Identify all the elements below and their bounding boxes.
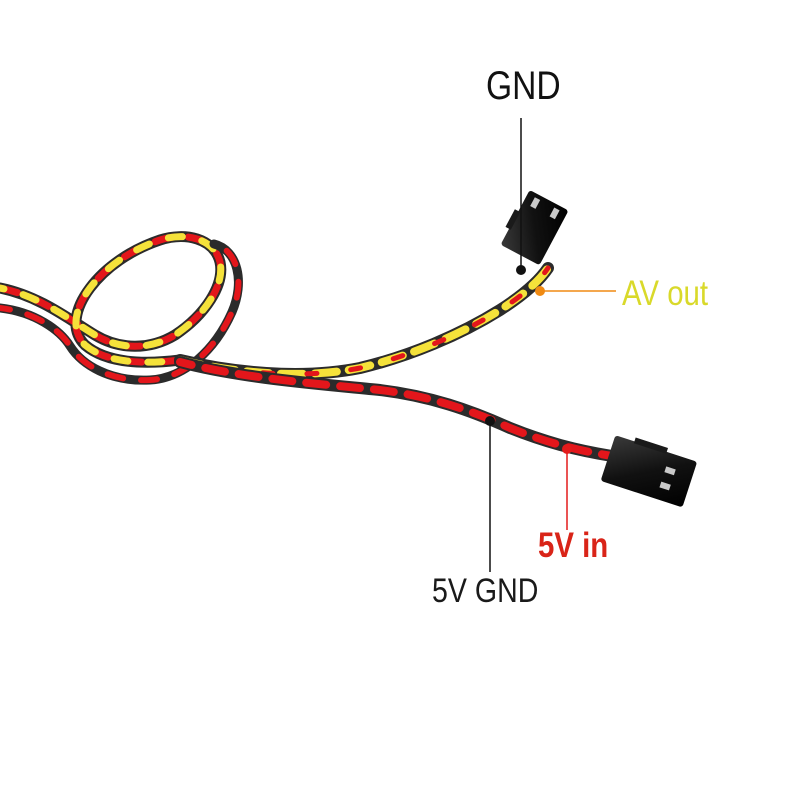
av-connector-pin [549,207,560,220]
av-out-marker [535,286,545,296]
cable-branch-lower-red [176,358,616,460]
av-connector [501,190,568,265]
5v-gnd-label: 5V GND [432,572,539,610]
power-connector-pin [659,481,671,491]
power-connector-pin [664,466,676,476]
5v-in-marker [562,444,572,454]
power-connector [601,435,697,507]
gnd-label: GND [486,64,561,108]
twisted-cable [0,231,618,462]
cable-branch-upper-red [177,265,551,377]
av-connector-tab [505,209,521,230]
power-connector-body [601,435,697,507]
cable-loop-strand-outer-red [0,241,242,384]
cable-loop-strand-yellow [0,233,225,366]
5v-in-label: 5V in [538,526,609,565]
power-connector-tab [633,437,669,454]
gnd-marker [516,265,526,275]
av-out-label: AV out [622,274,709,313]
av-connector-body [501,190,568,265]
5v-gnd-marker [485,416,495,426]
av-connector-pin [530,197,541,209]
